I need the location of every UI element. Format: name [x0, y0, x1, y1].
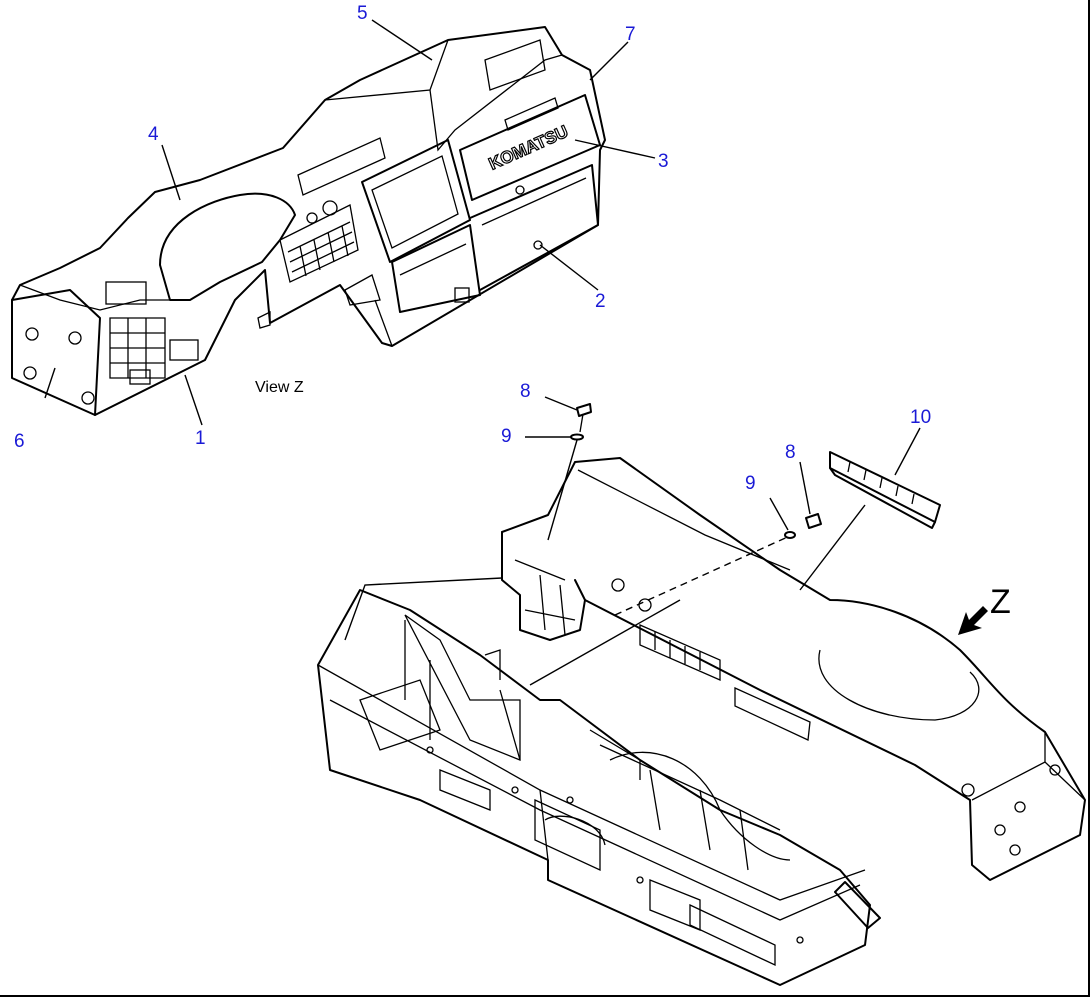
bolt-8-right [805, 513, 822, 529]
cover-assembly [501, 457, 1086, 881]
callout-9-left: 9 [501, 426, 512, 447]
view-z-caption: View Z [255, 379, 304, 396]
callout-8-right: 8 [785, 442, 796, 463]
leader-10-assembly [799, 504, 866, 591]
leader-fastener-left [547, 439, 578, 541]
callout-2: 2 [595, 291, 606, 312]
callout-10: 10 [910, 407, 931, 428]
callout-6: 6 [14, 431, 25, 452]
switch-strip-10 [829, 451, 941, 529]
assembly-lines [344, 534, 793, 686]
washer-9-left [570, 433, 584, 441]
callout-8-left: 8 [520, 381, 531, 402]
view-z-leaders [44, 19, 656, 426]
callout-5: 5 [357, 3, 368, 24]
view-z-arrow [958, 606, 988, 635]
callout-7: 7 [625, 24, 636, 45]
lower-leaders [525, 396, 921, 531]
callout-1: 1 [195, 428, 206, 449]
brand-lettering: KOMATSU [486, 122, 571, 174]
frame-assembly [317, 589, 881, 986]
washer-9-right [784, 531, 796, 539]
view-z-dashboard: KOMATSU [11, 26, 606, 416]
callout-4: 4 [148, 124, 159, 145]
callout-3: 3 [658, 151, 669, 172]
view-z-marker: Z [990, 583, 1011, 621]
callout-9-right: 9 [745, 473, 756, 494]
bolt-8-left [576, 403, 592, 433]
